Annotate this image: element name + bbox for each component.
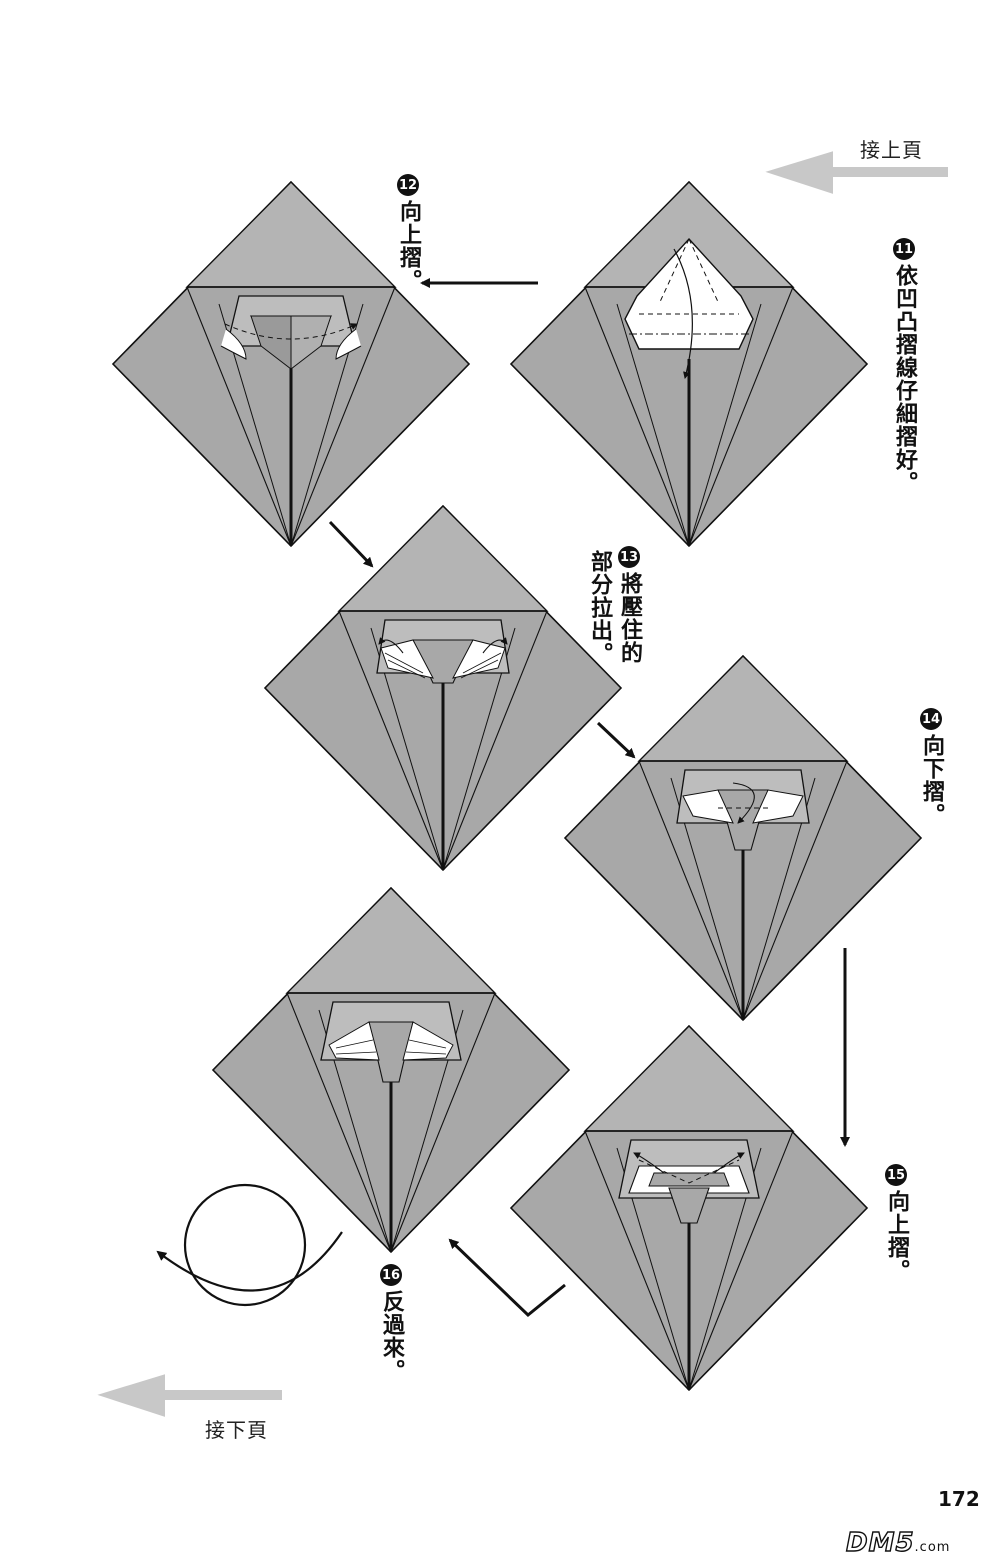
step-11-caption: 11 依凹凸摺線仔細摺好。 — [888, 238, 920, 494]
arrow-12-to-13 — [328, 520, 374, 568]
continued-from-label: 接上頁 — [860, 138, 923, 162]
step-11-number: 11 — [893, 238, 915, 260]
step-15-text: 向上摺。 — [884, 1190, 909, 1282]
step-13-caption: 13 將壓住的 部分拉出。 — [583, 546, 645, 665]
page-number: 172 — [938, 1487, 980, 1511]
continued-from-arrow — [765, 151, 948, 194]
step-16-number: 16 — [380, 1264, 402, 1286]
step-12-caption: 12 向上摺。 — [392, 174, 424, 292]
turn-over-symbol — [156, 1183, 343, 1307]
diagram-step-13 — [263, 504, 623, 872]
continued-to-label: 接下頁 — [205, 1418, 268, 1442]
step-13-col1: 13 將壓住的 — [614, 546, 644, 664]
step-13-text-1: 將壓住的 — [617, 572, 642, 664]
step-13-col2: 部分拉出。 — [584, 546, 614, 665]
continued-to-arrow — [97, 1374, 282, 1417]
step-16-text: 反過來。 — [379, 1290, 404, 1382]
watermark-logo: DM5.com — [845, 1527, 951, 1558]
arrow-13-to-14 — [596, 721, 636, 759]
step-12-number: 12 — [397, 174, 419, 196]
step-14-caption: 14 向下摺。 — [915, 708, 947, 826]
watermark-suffix: .com — [914, 1540, 951, 1555]
diagram-step-15 — [509, 1024, 869, 1392]
step-14-number: 14 — [920, 708, 942, 730]
diagram-step-14 — [563, 654, 923, 1022]
step-11-text: 依凹凸摺線仔細摺好。 — [892, 264, 917, 494]
diagram-step-16 — [211, 886, 571, 1254]
arrow-15-to-16 — [448, 1238, 566, 1317]
step-15-number: 15 — [885, 1164, 907, 1186]
watermark-brand: DM5 — [845, 1527, 915, 1558]
step-13-columns: 13 將壓住的 部分拉出。 — [584, 546, 644, 665]
step-13-number: 13 — [618, 546, 640, 568]
diagram-step-12 — [111, 180, 471, 548]
step-14-text: 向下摺。 — [919, 734, 944, 826]
step-12-text: 向上摺。 — [396, 200, 421, 292]
step-13-text-2: 部分拉出。 — [587, 550, 612, 665]
step-15-caption: 15 向上摺。 — [880, 1164, 912, 1282]
diagram-step-11 — [509, 180, 869, 548]
step-16-caption: 16 反過來。 — [375, 1264, 407, 1382]
